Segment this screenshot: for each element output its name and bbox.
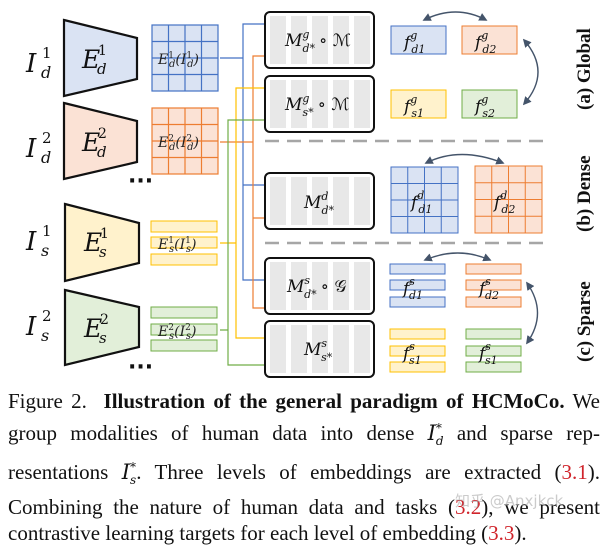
svg-text:d: d [97,60,107,78]
encoder-label-Es2: E2s [83,312,109,347]
section-label-sparse: (c) Sparse [574,281,595,362]
watermark: 知乎 @Anxjkck [455,492,564,510]
svg-text:E: E [81,128,100,157]
math-Is-star: I*s [121,460,137,488]
encoder-Ed2 [62,101,139,181]
encoder-label-Ed1: E1d [81,43,107,78]
caption-prefix: Figure 2. [8,389,87,413]
svg-text:d: d [97,143,107,161]
svg-text:I: I [25,312,37,342]
ref-3-2[interactable]: 3.2 [455,494,482,519]
svg-text:1: 1 [98,43,107,59]
connectors [220,23,264,366]
section-dividers [265,139,550,245]
ref-3-3[interactable]: 3.3 [488,521,515,546]
caption-title: Illustration of the general paradigm of … [103,389,565,413]
contrastive-arrows [422,11,539,345]
svg-text:E2d(I2d): E2d(I2d) [157,134,199,153]
svg-text:E1s(I1s): E1s(I1s) [157,236,196,255]
svg-text:2: 2 [42,129,52,147]
encoder-Es2 [63,288,141,367]
encoder-Ed1 [62,18,139,98]
svg-text:d: d [41,63,51,82]
svg-text:E2s(I2s): E2s(I2s) [157,323,196,342]
svg-text:I: I [25,134,37,164]
encoder-Es1 [63,202,141,283]
svg-text:s: s [99,329,107,347]
svg-text:E: E [83,314,102,343]
ref-3-1[interactable]: 3.1 [561,460,588,485]
ellipsis-dense: ··· [128,169,153,194]
svg-text:d: d [41,148,51,167]
svg-text:E: E [83,228,102,257]
section-label-dense: (b) Dense [574,155,595,232]
svg-text:I: I [25,227,37,257]
svg-text:Mgs*∘ ℳ: Mgs*∘ ℳ [284,92,350,119]
svg-text:2: 2 [98,126,107,142]
section-label-global: (a) Global [574,28,595,110]
svg-text:I: I [25,49,37,79]
svg-text:s: s [99,243,107,261]
svg-text:s: s [41,326,49,345]
svg-text:2: 2 [100,312,109,328]
svg-text:E1d(I1d): E1d(I1d) [157,51,199,70]
ellipsis-sparse: ··· [128,355,153,380]
svg-text:2: 2 [42,307,52,325]
math-Id-star: I*d [427,420,444,448]
svg-text:1: 1 [42,44,52,62]
svg-text:E: E [81,45,100,74]
encoder-label-Ed2: E2d [81,126,107,161]
svg-text:s: s [41,241,49,260]
encoder-label-Es1: E1s [83,226,109,261]
figure-caption: Figure 2. Illustration of the general pa… [8,389,600,546]
svg-text:1: 1 [100,226,109,242]
svg-text:1: 1 [42,222,52,240]
